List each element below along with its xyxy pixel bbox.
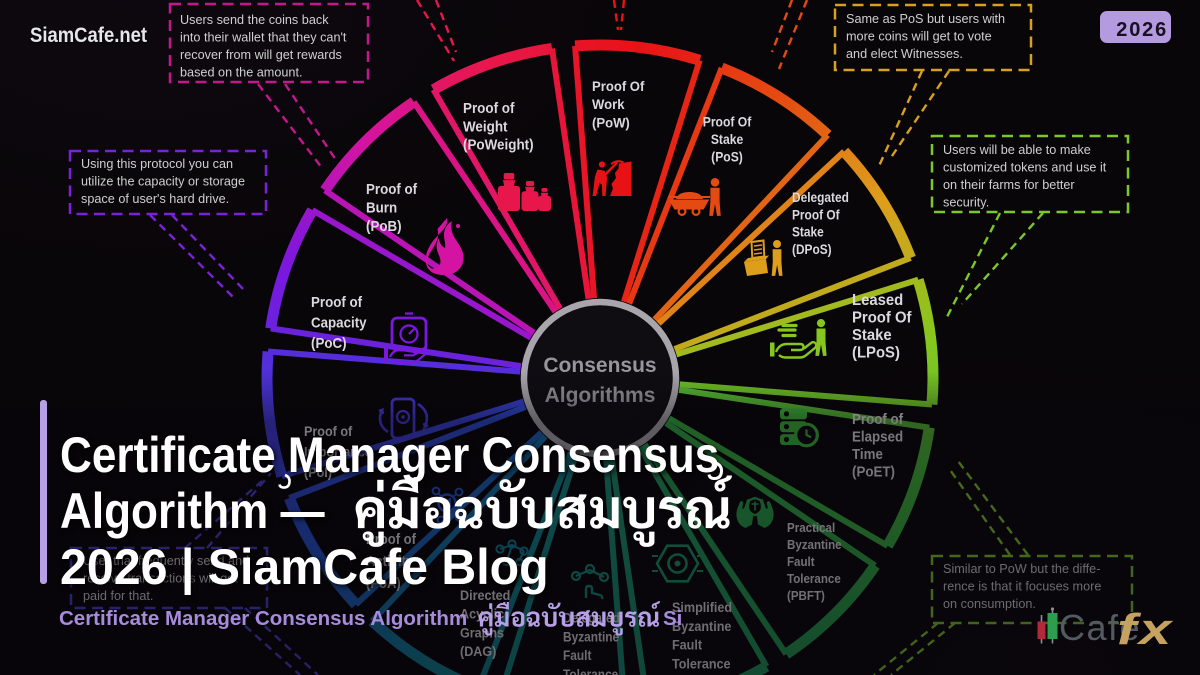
svg-text:Cafe: Cafe [1059, 607, 1141, 648]
svg-text:fx: fx [1117, 604, 1174, 654]
